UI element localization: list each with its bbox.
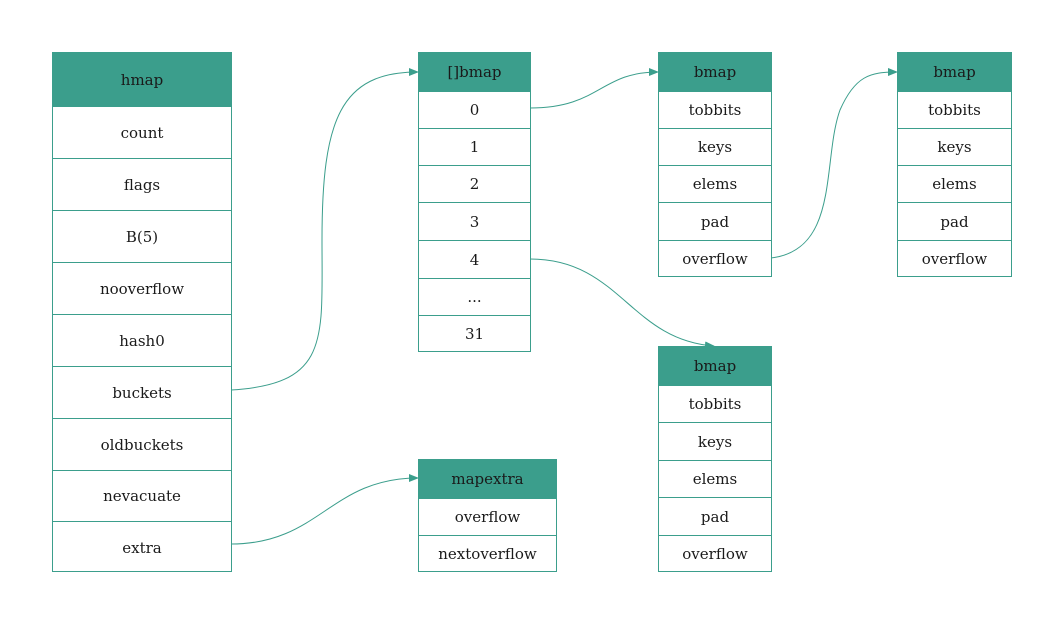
bmap-bucket4-pad: pad xyxy=(659,497,771,535)
bucket-array: []bmap 0 1 2 3 4 ... 31 xyxy=(418,52,531,352)
hmap-field-oldbuckets: oldbuckets xyxy=(53,418,231,470)
bmap-bucket4-keys: keys xyxy=(659,422,771,460)
mapextra-overflow: overflow xyxy=(419,498,556,535)
bmap-overflow-elems: elems xyxy=(898,165,1011,202)
bmap-bucket0-tobbits: tobbits xyxy=(659,91,771,128)
mapextra-nextoverflow: nextoverflow xyxy=(419,535,556,571)
bucket-index-4: 4 xyxy=(419,240,530,278)
hmap-field-nooverflow: nooverflow xyxy=(53,262,231,314)
bmap-bucket4-overflow: overflow xyxy=(659,535,771,571)
bmap-overflow-title: bmap xyxy=(898,53,1011,91)
bucket-index-1: 1 xyxy=(419,128,530,165)
hmap-field-hash0: hash0 xyxy=(53,314,231,366)
arrow-extra-to-mapextra xyxy=(230,474,419,545)
bucket-array-title: []bmap xyxy=(419,53,530,91)
bmap-bucket0: bmap tobbits keys elems pad overflow xyxy=(658,52,772,277)
hmap-field-count: count xyxy=(53,106,231,158)
bucket-index-0: 0 xyxy=(419,91,530,128)
mapextra-title: mapextra xyxy=(419,460,556,498)
bmap-bucket4-tobbits: tobbits xyxy=(659,385,771,422)
bmap-bucket4-elems: elems xyxy=(659,460,771,497)
bmap-overflow-bucket: bmap tobbits keys elems pad overflow xyxy=(897,52,1012,277)
hmap-field-extra: extra xyxy=(53,521,231,573)
hmap-title: hmap xyxy=(53,53,231,106)
bmap-bucket0-title: bmap xyxy=(659,53,771,91)
bmap-bucket0-pad: pad xyxy=(659,202,771,240)
hmap-struct: hmap count flags B(5) nooverflow hash0 b… xyxy=(52,52,232,572)
bmap-bucket4-title: bmap xyxy=(659,347,771,385)
bucket-index-31: 31 xyxy=(419,315,530,351)
bmap-overflow-pad: pad xyxy=(898,202,1011,240)
bmap-bucket0-keys: keys xyxy=(659,128,771,165)
hmap-field-nevacuate: nevacuate xyxy=(53,470,231,521)
bmap-bucket0-elems: elems xyxy=(659,165,771,202)
hmap-field-buckets: buckets xyxy=(53,366,231,418)
bmap-bucket4: bmap tobbits keys elems pad overflow xyxy=(658,346,772,572)
arrow-index0-to-bmap xyxy=(529,68,659,109)
bmap-overflow-tobbits: tobbits xyxy=(898,91,1011,128)
bucket-index-ellipsis: ... xyxy=(419,278,530,315)
hmap-field-flags: flags xyxy=(53,158,231,210)
arrow-overflow-to-bmap xyxy=(770,68,898,259)
bucket-index-2: 2 xyxy=(419,165,530,202)
arrow-buckets-to-array xyxy=(230,68,419,391)
bmap-bucket0-overflow: overflow xyxy=(659,240,771,276)
mapextra-struct: mapextra overflow nextoverflow xyxy=(418,459,557,572)
bucket-index-3: 3 xyxy=(419,202,530,240)
bmap-overflow-keys: keys xyxy=(898,128,1011,165)
hmap-field-b: B(5) xyxy=(53,210,231,262)
bmap-overflow-overflow: overflow xyxy=(898,240,1011,276)
